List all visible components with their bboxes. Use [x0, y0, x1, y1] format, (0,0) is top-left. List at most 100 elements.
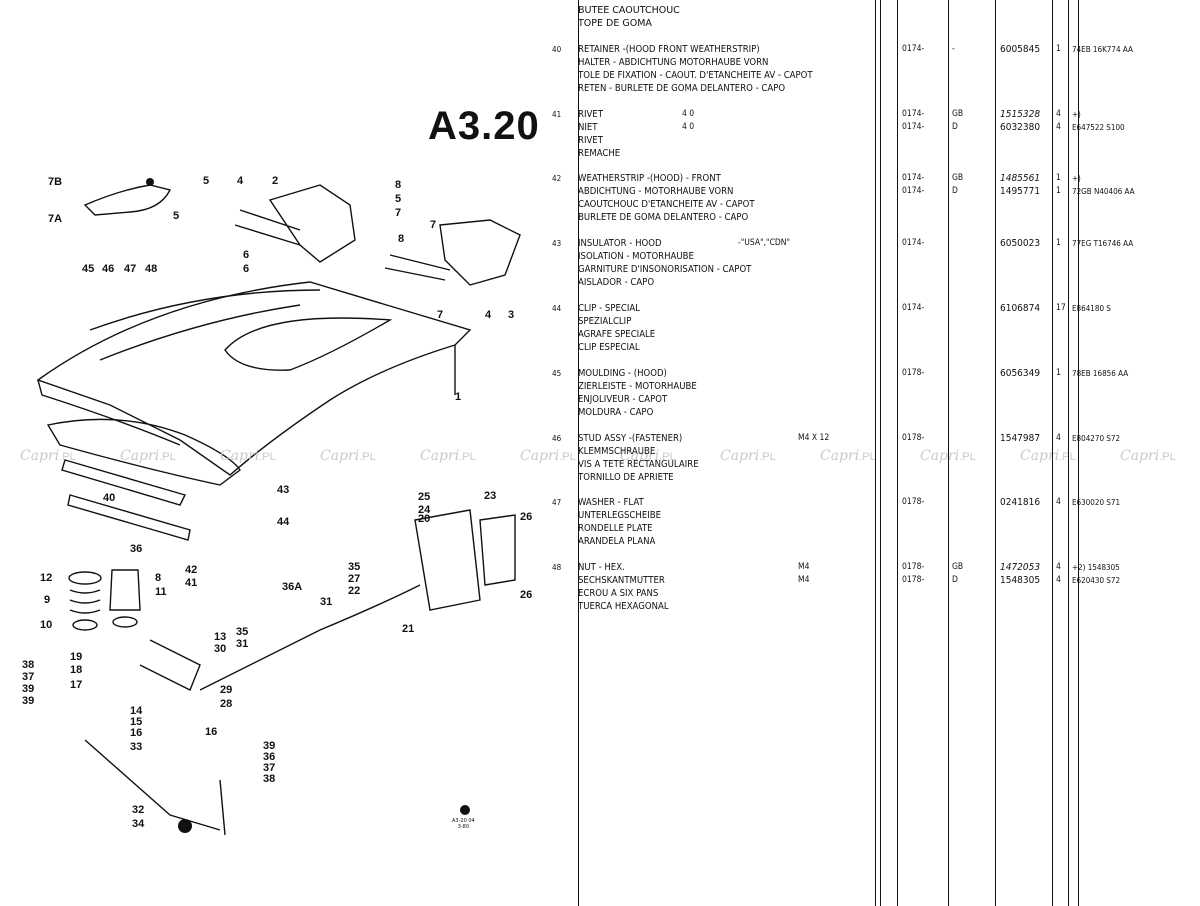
callout-label: 12	[40, 572, 52, 584]
column-rule	[1068, 0, 1069, 906]
callout-label: 40	[103, 492, 115, 504]
item-number: 46	[552, 434, 562, 443]
callout-label: 42	[185, 564, 197, 576]
callout-label: 8	[395, 179, 401, 191]
callout-label: 33	[130, 741, 142, 753]
callout-label: 5	[173, 210, 179, 222]
item-number: 42	[552, 174, 562, 183]
header-line: TOPE DE GOMA	[578, 18, 652, 29]
column-rule	[995, 0, 996, 906]
item-number: 41	[552, 110, 562, 119]
item-description: RETAINER -(HOOD FRONT WEATHERSTRIP)HALTE…	[578, 44, 813, 94]
callout-label: 6	[243, 263, 249, 275]
callout-label: 31	[320, 596, 332, 608]
callout-label: 8	[155, 572, 161, 584]
column-rule	[1078, 0, 1079, 906]
callout-label: 36	[263, 751, 275, 763]
callout-label: 15	[130, 716, 142, 728]
watermark: Capri.PL	[820, 448, 876, 464]
callout-label: 6	[243, 249, 249, 261]
callout-label: 29	[220, 684, 232, 696]
callout-label: 7	[430, 219, 436, 231]
watermark: Capri.PL	[920, 448, 976, 464]
callout-label: 34	[132, 818, 145, 830]
release-cable	[199, 584, 421, 691]
item-number: 43	[552, 239, 562, 248]
callout-label: 36A	[282, 581, 302, 593]
callout-label: 26	[520, 589, 532, 601]
item-number: 45	[552, 369, 562, 378]
column-rule	[897, 0, 898, 906]
callout-label: 22	[348, 585, 360, 597]
callout-label: 38	[22, 659, 34, 671]
item-description: MOULDING - (HOOD)ZIERLEISTE - MOTORHAUBE…	[578, 368, 697, 418]
column-rule	[875, 0, 876, 906]
callout-label: 7	[437, 309, 443, 321]
callout-label: 5	[203, 175, 209, 187]
watermark: Capri.PL	[120, 448, 176, 464]
watermark: Capri.PL	[620, 448, 676, 464]
callout-label: 37	[22, 671, 34, 683]
callout-label: 7B	[48, 176, 62, 188]
callout-label: 48	[145, 263, 157, 275]
callout-label: 43	[277, 484, 289, 496]
hinge-right	[439, 219, 521, 286]
callout-label: 35	[236, 626, 248, 638]
callout-label: 21	[402, 623, 414, 635]
callout-label: 10	[40, 619, 52, 631]
callout-label: 39	[22, 695, 34, 707]
callout-label: 41	[185, 577, 197, 589]
callout-label: 18	[70, 664, 82, 676]
callout-label: 26	[520, 511, 532, 523]
callout-label: 13	[214, 631, 226, 643]
callout-label: 17	[70, 679, 82, 691]
callout-label: 20	[418, 513, 430, 525]
hood-panel	[36, 281, 472, 476]
callout-label: 36	[130, 543, 142, 555]
column-rule	[880, 0, 881, 906]
callout-label: 30	[214, 643, 226, 655]
callout-label: 32	[132, 804, 144, 816]
column-rule	[578, 0, 579, 906]
hinge-left	[268, 184, 356, 263]
page-code: A3.20	[428, 104, 540, 148]
header-line: BUTEE CAOUTCHOUC	[578, 5, 680, 16]
callout-label: 38	[263, 773, 275, 785]
callout-label: 31	[236, 638, 248, 650]
item-number: 44	[552, 304, 562, 313]
callout-label: 16	[130, 727, 142, 739]
callout-label: 35	[348, 561, 360, 573]
support-rod	[84, 739, 221, 831]
watermark: Capri.PL	[420, 448, 476, 464]
watermark: Capri.PL	[20, 448, 76, 464]
callout-label: 5	[395, 193, 401, 205]
callout-label: 44	[277, 516, 290, 528]
callout-label: 11	[155, 586, 167, 598]
item-spec: M4 X 12	[798, 433, 830, 443]
callout-label: 39	[263, 740, 275, 752]
callout-label: 27	[348, 573, 360, 585]
